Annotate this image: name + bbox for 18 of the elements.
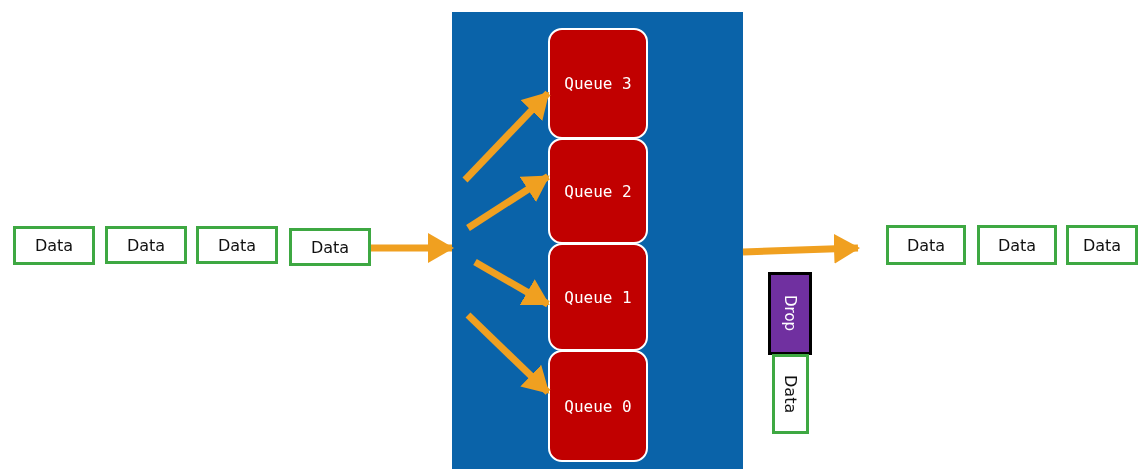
data-packet-box: Data [289,228,371,266]
data-packet-box: Data [105,226,187,264]
queue-box: Queue 1 [548,243,648,351]
queue-box: Queue 2 [548,138,648,244]
arrow [466,173,550,231]
drop-box: Drop [768,272,812,355]
data-packet-box: Data [196,226,278,264]
data-packet-box: Data [772,354,809,434]
data-packet-box: Data [13,226,95,265]
queue-box: Queue 3 [548,28,648,139]
arrow [473,258,550,308]
queue-box: Queue 0 [548,350,648,462]
data-packet-box: Data [1066,225,1138,265]
queue-panel [452,12,743,469]
data-packet-box: Data [886,225,966,265]
arrow [742,233,860,264]
data-packet-box: Data [977,225,1057,265]
arrow [371,233,454,263]
